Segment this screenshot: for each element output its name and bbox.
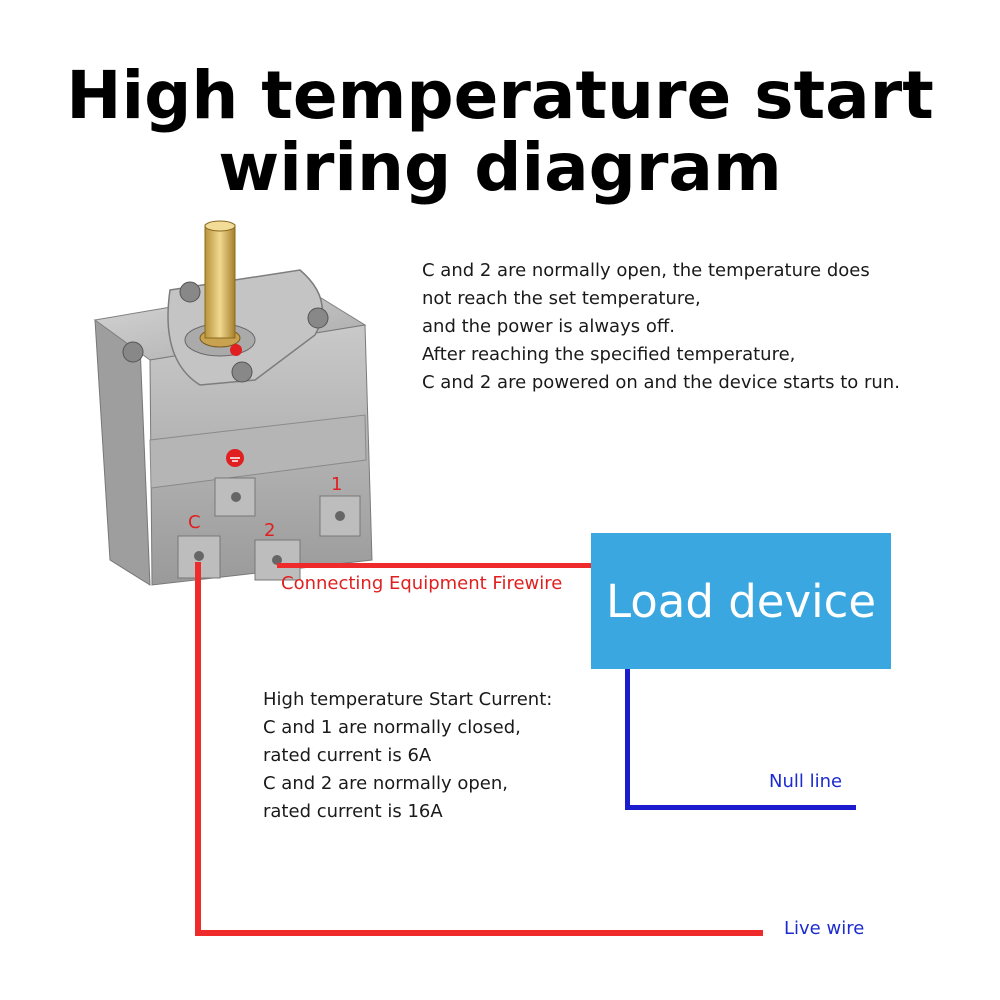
- bottom-note-line: C and 1 are normally closed,: [263, 717, 521, 738]
- top-note-line: C and 2 are powered on and the device st…: [422, 372, 900, 393]
- bottom-note-line: C and 2 are normally open,: [263, 773, 508, 794]
- bottom-note: High temperature Start Current: C and 1 …: [263, 686, 552, 826]
- title-line-1: High temperature start: [66, 57, 934, 134]
- top-note: C and 2 are normally open, the temperatu…: [422, 257, 900, 397]
- top-note-line: After reaching the specified temperature…: [422, 344, 796, 365]
- null-wire-horizontal: [625, 805, 856, 810]
- live-wire-label: Live wire: [784, 918, 865, 939]
- load-device-box: Load device: [591, 533, 891, 669]
- live-wire-vertical: [195, 562, 201, 936]
- firewire-label: Connecting Equipment Firewire: [281, 573, 563, 594]
- top-note-line: and the power is always off.: [422, 316, 675, 337]
- top-note-line: not reach the set temperature,: [422, 288, 701, 309]
- firewire-horizontal: [277, 563, 591, 568]
- terminal-1-label: 1: [331, 474, 342, 495]
- bottom-note-line: High temperature Start Current:: [263, 689, 553, 710]
- top-note-line: C and 2 are normally open, the temperatu…: [422, 260, 870, 281]
- terminal-2-label: 2: [264, 520, 275, 541]
- null-line-label: Null line: [769, 771, 843, 792]
- null-wire-vertical: [625, 668, 630, 810]
- title-line-2: wiring diagram: [218, 129, 782, 206]
- terminal-c-label: C: [188, 512, 201, 533]
- bottom-note-line: rated current is 6A: [263, 745, 432, 766]
- live-wire-horizontal: [195, 930, 763, 936]
- bottom-note-line: rated current is 16A: [263, 801, 443, 822]
